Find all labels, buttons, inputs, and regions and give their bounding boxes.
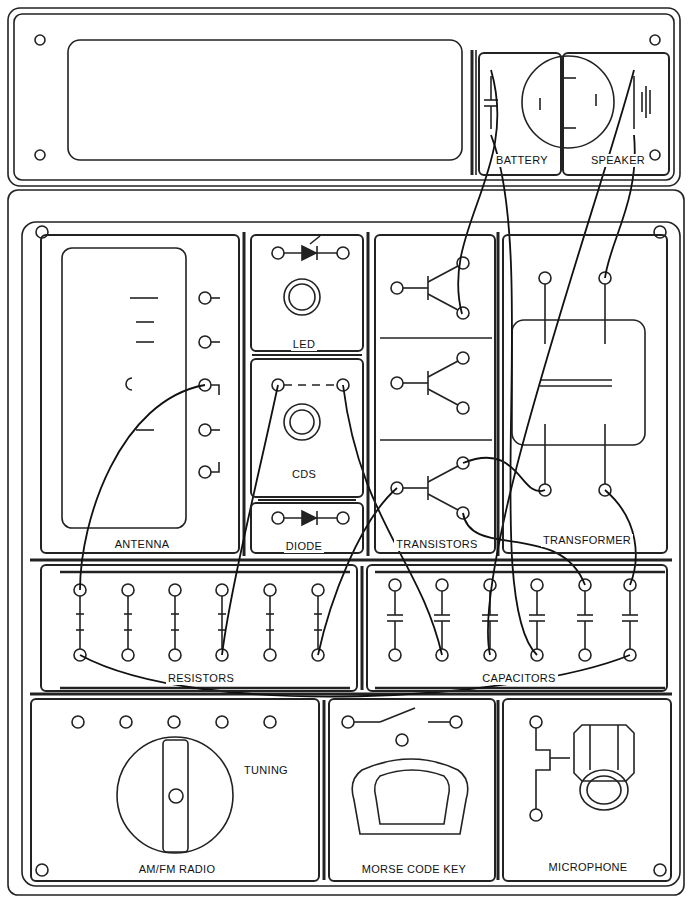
panel-label: TRANSFORMER bbox=[541, 534, 633, 547]
panel-label: LED bbox=[291, 338, 317, 351]
panel-label: TUNING bbox=[242, 764, 290, 777]
panel-label: AM/FM RADIO bbox=[137, 863, 218, 876]
component-panel: RESISTORS bbox=[40, 564, 358, 692]
component-panel: ANTENNA bbox=[40, 234, 240, 554]
component-panel: TRANSISTORS bbox=[374, 234, 496, 554]
component-panel: AM/FM RADIO TUNING bbox=[30, 698, 320, 882]
panel-label: MORSE CODE KEY bbox=[360, 863, 468, 876]
panel-label: CDS bbox=[290, 468, 318, 481]
jumper-wire bbox=[491, 135, 537, 655]
component-panel: DIODE bbox=[250, 502, 364, 554]
panel-label: RESISTORS bbox=[166, 672, 236, 685]
component-panel: TRANSFORMER bbox=[502, 234, 668, 554]
component-panel: CAPACITORS bbox=[366, 564, 668, 692]
panel-label: DIODE bbox=[284, 540, 324, 553]
panel-label: SPEAKER bbox=[589, 154, 647, 167]
jumper-wire bbox=[463, 458, 545, 491]
component-panel: BATTERY bbox=[478, 52, 562, 176]
component-panel: SPEAKER bbox=[562, 52, 670, 176]
jumper-wire bbox=[463, 513, 585, 585]
jumper-wire bbox=[80, 385, 205, 590]
component-panel: CDS bbox=[250, 358, 364, 498]
panel-label: ANTENNA bbox=[113, 538, 172, 551]
component-panel: MICROPHONE bbox=[502, 698, 672, 882]
panel-label: CAPACITORS bbox=[480, 672, 558, 685]
component-panel: MORSE CODE KEY bbox=[328, 698, 496, 882]
panel-label: BATTERY bbox=[494, 154, 550, 167]
panel-label: TRANSISTORS bbox=[394, 538, 479, 551]
panel-label: MICROPHONE bbox=[547, 861, 630, 874]
component-panel: LED bbox=[250, 234, 364, 352]
